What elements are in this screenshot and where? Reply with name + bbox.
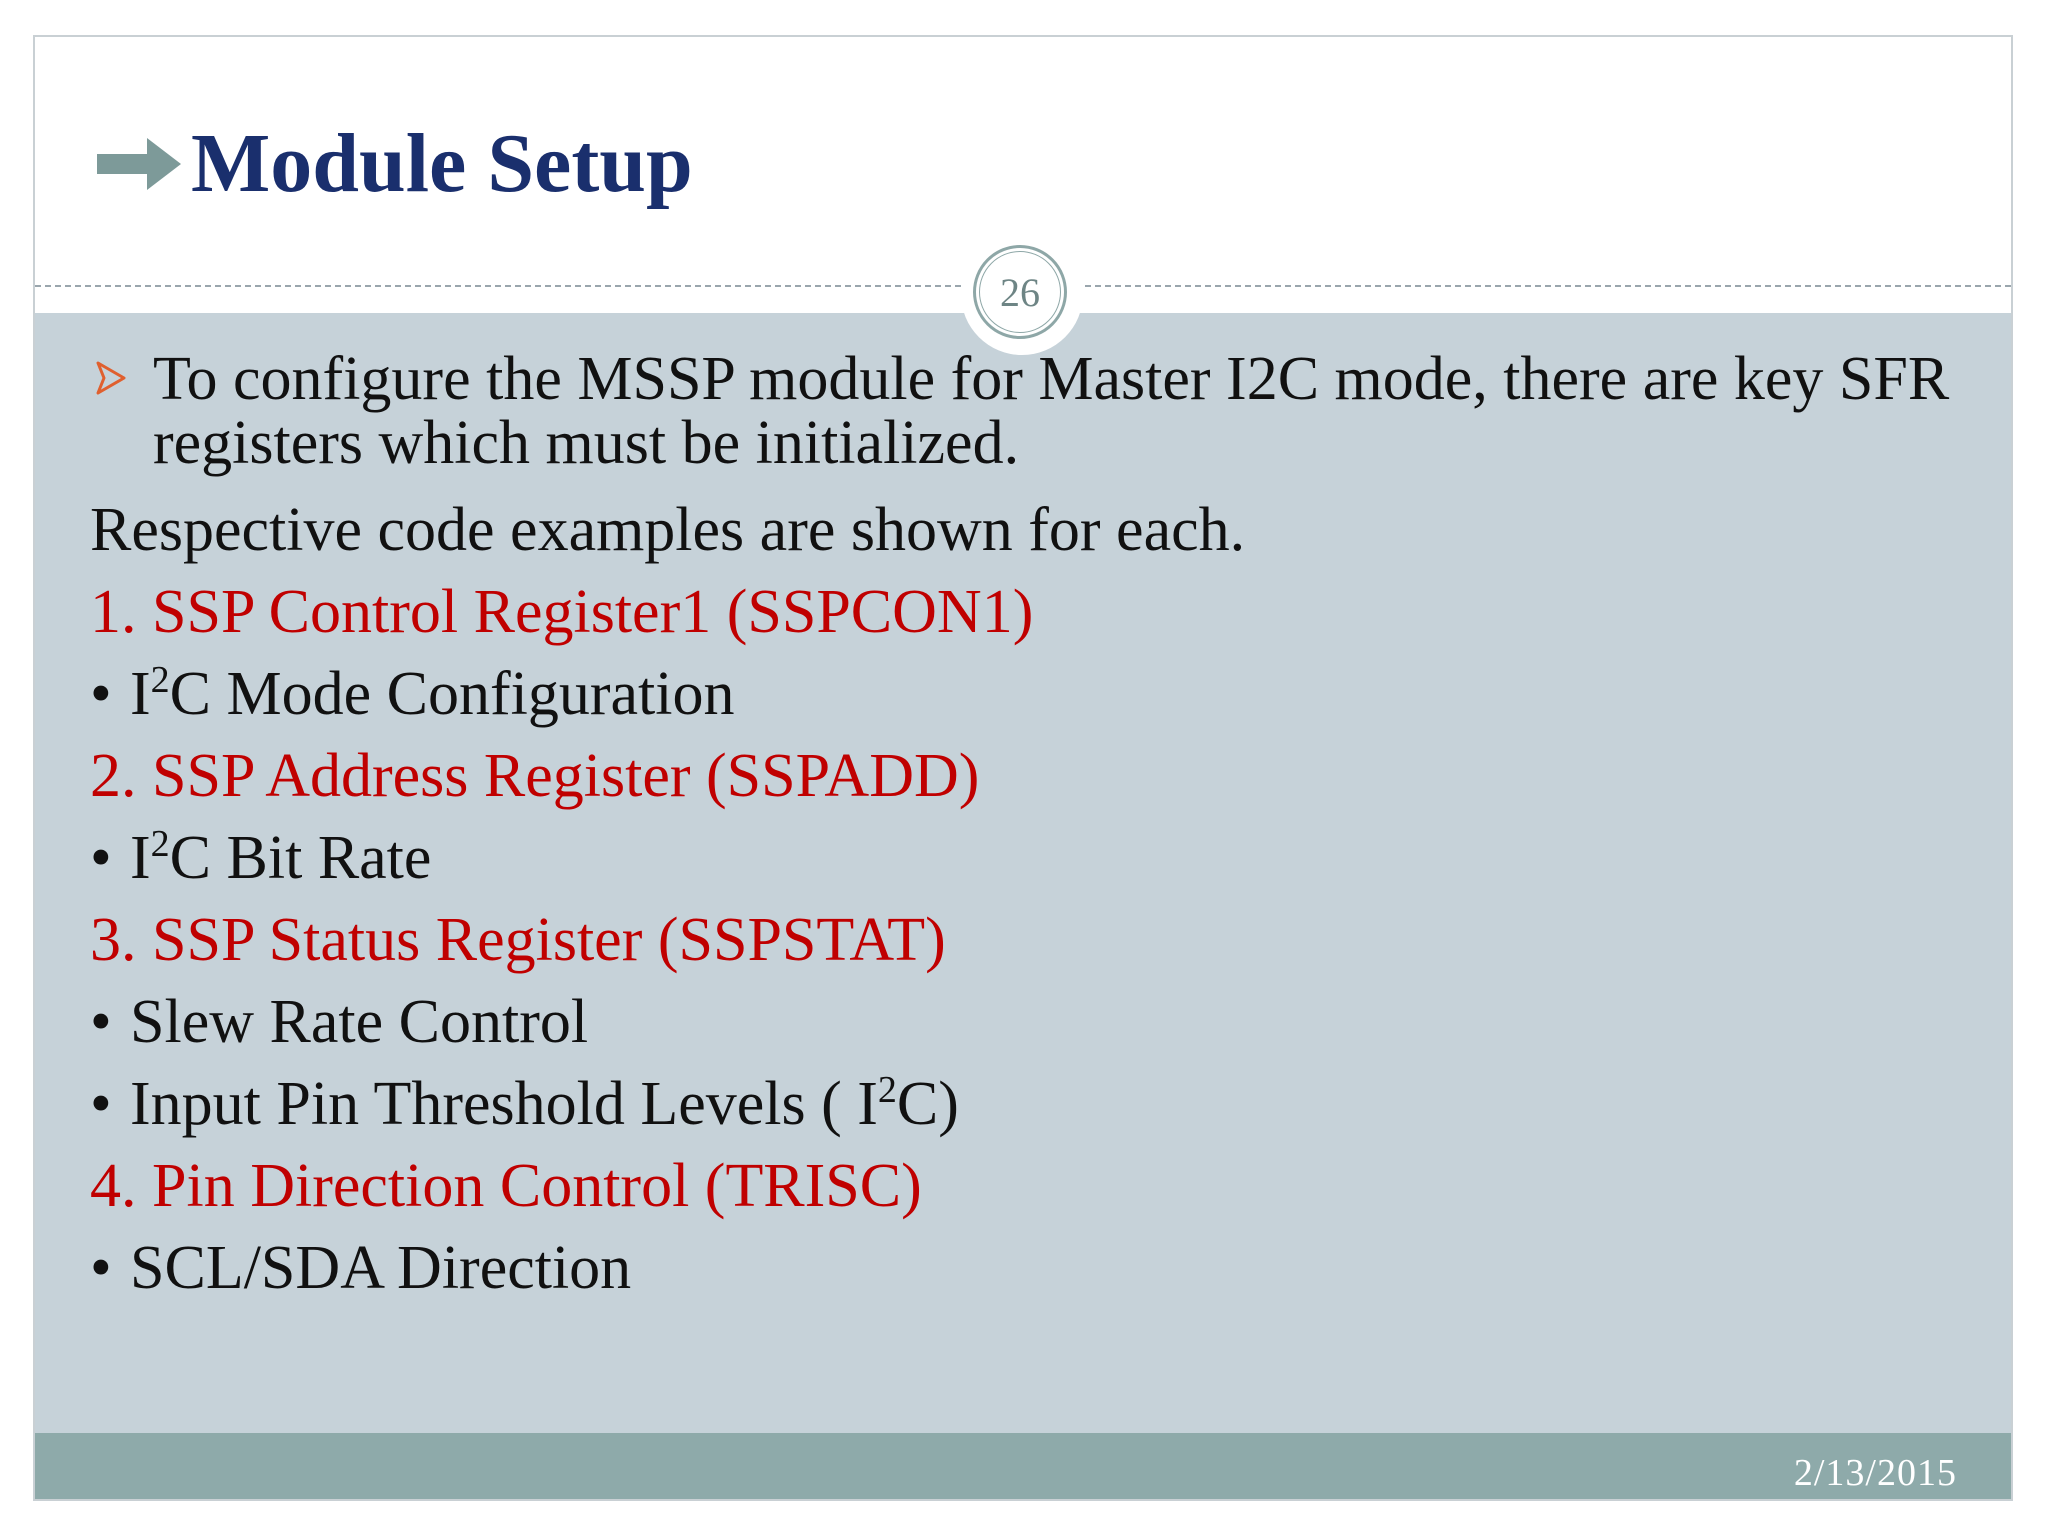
bullet-dot: • <box>90 660 112 728</box>
bullet-text-tail: C) <box>896 1070 959 1138</box>
arrowhead-bullet-icon <box>96 361 126 395</box>
arrow-right-icon <box>97 138 181 190</box>
bullet-text-tail: C Bit Rate <box>169 824 432 892</box>
bullet-text-tail: C Mode Configuration <box>169 660 735 728</box>
bullet-dot: • <box>90 824 112 892</box>
bullet-dot: • <box>90 1234 112 1302</box>
register-heading-4: 4. Pin Direction Control (TRISC) <box>90 1152 922 1220</box>
bullet-item: • I2C Bit Rate <box>90 817 1950 899</box>
superscript: 2 <box>877 1069 897 1111</box>
bullet-item: • Slew Rate Control <box>90 981 1950 1063</box>
bullet-item: • I2C Mode Configuration <box>90 653 1950 735</box>
page-number: 26 <box>979 251 1061 333</box>
superscript: 2 <box>150 823 170 865</box>
register-heading-1: 1. SSP Control Register1 (SSPCON1) <box>90 578 1034 646</box>
page-number-ring <box>973 245 1067 339</box>
intro-line: Respective code examples are shown for e… <box>90 496 1246 564</box>
bullet-text: SCL/SDA Direction <box>130 1234 632 1302</box>
title-row: Module Setup <box>97 122 693 206</box>
slide: Module Setup 26 To configure the MSSP mo… <box>33 35 2013 1501</box>
bullet-dot: • <box>90 1070 112 1138</box>
intro-bullet-text: To configure the MSSP module for Master … <box>153 345 1950 477</box>
slide-content: To configure the MSSP module for Master … <box>90 347 1950 1309</box>
bullet-item: • SCL/SDA Direction <box>90 1227 1950 1309</box>
bullet-text: I <box>130 824 151 892</box>
bullet-text: Slew Rate Control <box>130 988 589 1056</box>
superscript: 2 <box>150 659 170 701</box>
register-heading-2: 2. SSP Address Register (SSPADD) <box>90 742 980 810</box>
page-number-badge: 26 <box>961 233 1083 355</box>
bullet-text: I <box>130 660 151 728</box>
slide-title: Module Setup <box>191 117 693 210</box>
bullet-item: • Input Pin Threshold Levels ( I2C) <box>90 1063 1950 1145</box>
bullet-text: Input Pin Threshold Levels ( I <box>130 1070 878 1138</box>
register-heading-3: 3. SSP Status Register (SSPSTAT) <box>90 906 946 974</box>
footer-date: 2/13/2015 <box>1793 1452 1957 1494</box>
bullet-dot: • <box>90 988 112 1056</box>
slide-footer: 2/13/2015 <box>35 1433 2011 1499</box>
content-background <box>35 313 2011 1467</box>
intro-bullet: To configure the MSSP module for Master … <box>90 347 1950 475</box>
